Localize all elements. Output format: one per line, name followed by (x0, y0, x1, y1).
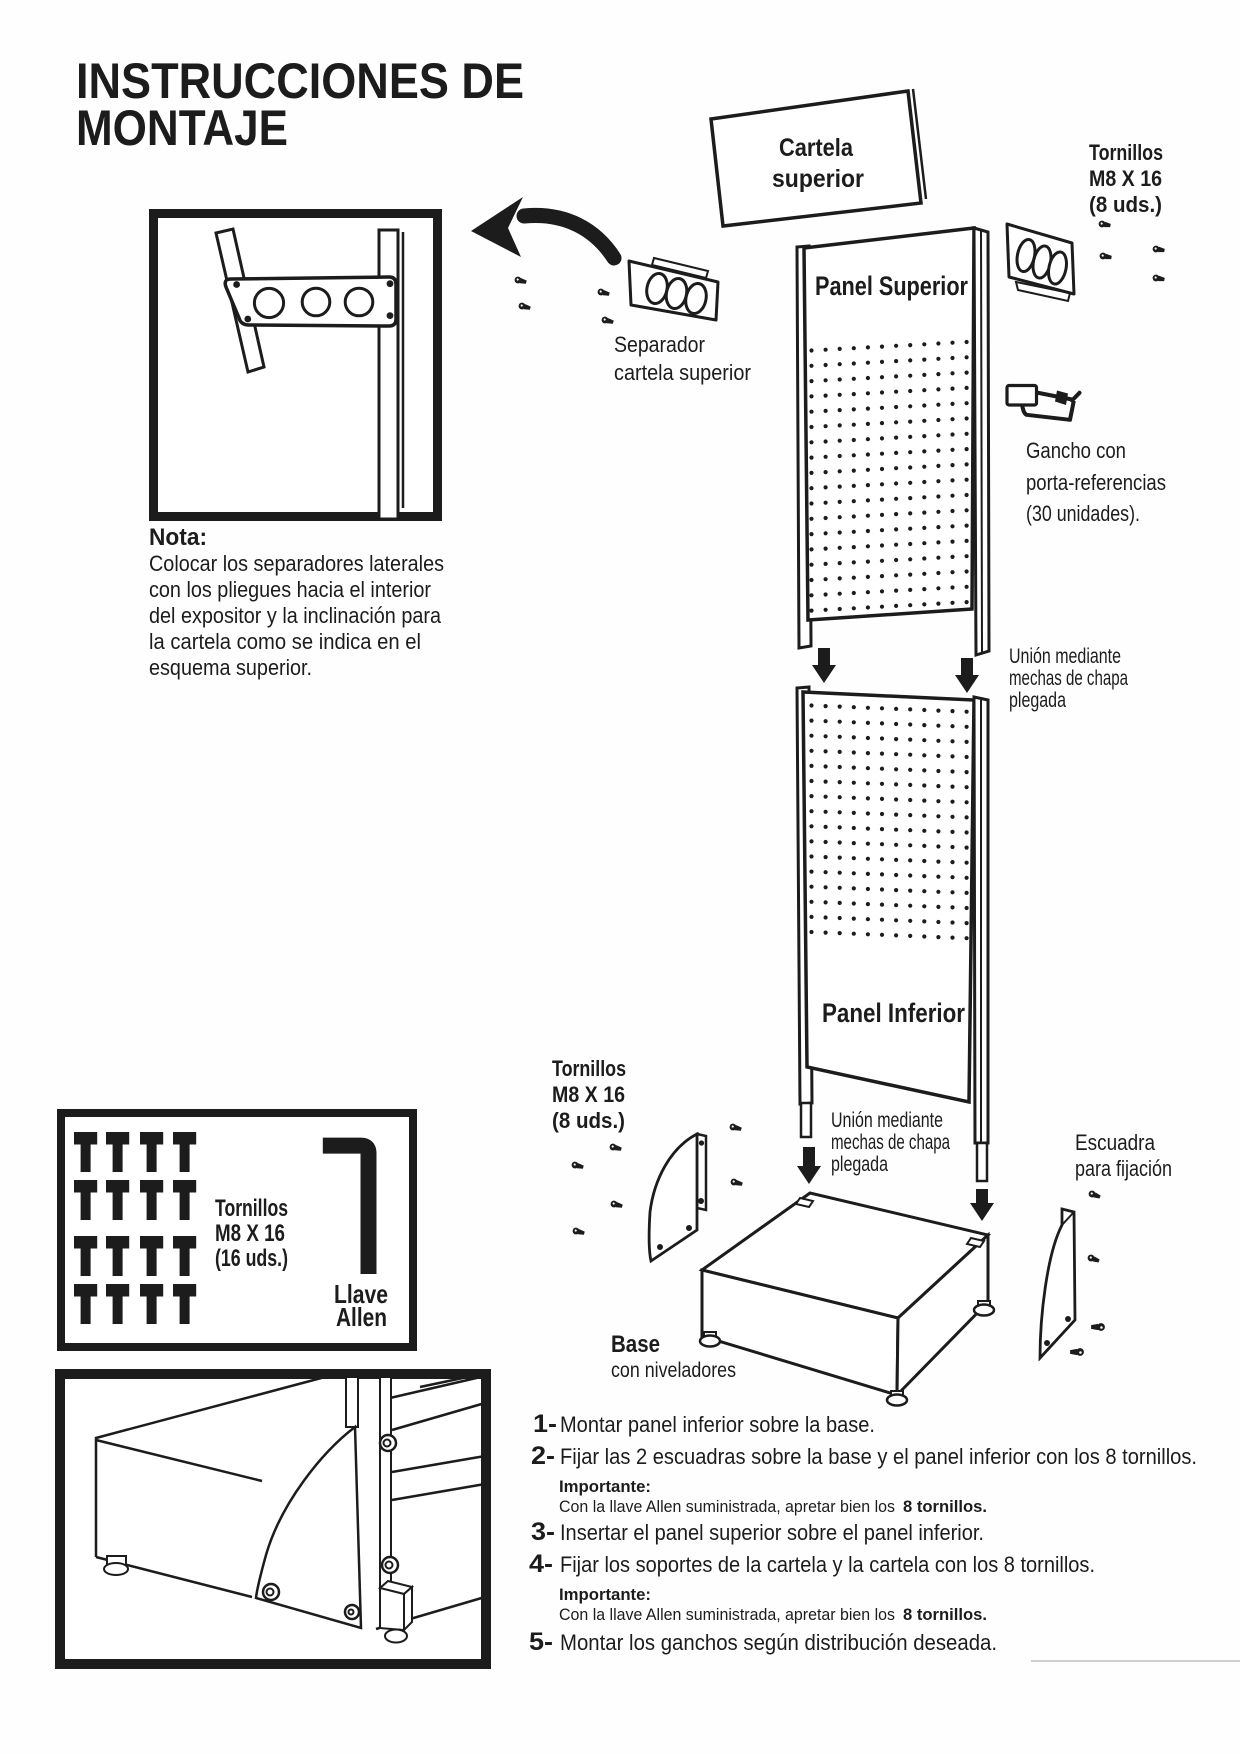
svg-text:la cartela como se indica en: la cartela como se indica en el (149, 629, 421, 654)
svg-text:Tornillos: Tornillos (552, 1056, 626, 1081)
svg-text:Con la llave Allen suministrad: Con la llave Allen suministrada, apretar… (559, 1605, 895, 1624)
svg-text:Importante:: Importante: (559, 1585, 651, 1604)
svg-text:Con la llave Allen suministrad: Con la llave Allen suministrada, apretar… (559, 1497, 895, 1516)
svg-text:plegada: plegada (1009, 689, 1066, 712)
svg-text:8 tornillos.: 8 tornillos. (903, 1605, 987, 1624)
svg-text:con los pliegues hacia el inte: con los pliegues hacia el interior (149, 577, 431, 602)
svg-text:Unión mediante: Unión mediante (831, 1109, 943, 1132)
svg-text:del expositor y la inclinación: del expositor y la inclinación para (149, 603, 442, 628)
svg-text:INSTRUCCIONES DE: INSTRUCCIONES DE (76, 53, 524, 109)
svg-text:(8 uds.): (8 uds.) (1089, 192, 1162, 217)
svg-text:Separador: Separador (614, 332, 705, 357)
svg-text:(8 uds.): (8 uds.) (552, 1108, 625, 1133)
svg-text:5-: 5- (529, 1628, 553, 1656)
svg-text:Importante:: Importante: (559, 1477, 651, 1496)
svg-text:plegada: plegada (831, 1153, 888, 1176)
svg-text:4-: 4- (529, 1550, 553, 1578)
svg-text:(30 unidades).: (30 unidades). (1026, 501, 1140, 526)
svg-text:Colocar los separadores latera: Colocar los separadores laterales (149, 551, 444, 576)
svg-text:Nota:: Nota: (149, 524, 207, 551)
svg-text:Unión mediante: Unión mediante (1009, 645, 1121, 668)
svg-text:esquema superior.: esquema superior. (149, 655, 312, 680)
svg-text:3-: 3- (531, 1518, 555, 1546)
svg-text:superior: superior (772, 165, 864, 193)
svg-text:M8 X 16: M8 X 16 (1089, 166, 1162, 191)
svg-text:con niveladores: con niveladores (611, 1359, 736, 1382)
svg-text:Panel Inferior: Panel Inferior (822, 998, 965, 1028)
svg-text:porta-referencias: porta-referencias (1026, 470, 1166, 495)
svg-text:Tornillos: Tornillos (1089, 140, 1163, 165)
svg-text:cartela superior: cartela superior (614, 360, 751, 385)
svg-text:1-: 1- (533, 1410, 557, 1438)
svg-text:Insertar el panel superior sob: Insertar el panel superior sobre el pane… (560, 1520, 984, 1545)
svg-text:M8 X 16: M8 X 16 (552, 1082, 625, 1107)
svg-text:Montar los ganchos según distr: Montar los ganchos según distribución de… (560, 1630, 997, 1655)
svg-text:Tornillos: Tornillos (215, 1195, 288, 1222)
svg-text:Escuadra: Escuadra (1075, 1130, 1156, 1155)
svg-text:Fijar los soportes de la carte: Fijar los soportes de la cartela y la ca… (560, 1552, 1095, 1577)
svg-text:Panel Superior: Panel Superior (815, 271, 968, 301)
svg-text:(16 uds.): (16 uds.) (215, 1245, 288, 1272)
svg-text:mechas de chapa: mechas de chapa (1009, 667, 1128, 690)
svg-text:M8 X 16: M8 X 16 (215, 1220, 285, 1247)
svg-text:Llave: Llave (334, 1279, 388, 1309)
svg-text:Fijar las 2 escuadras sobre la: Fijar las 2 escuadras sobre la base y el… (560, 1444, 1197, 1469)
svg-text:Base: Base (611, 1331, 660, 1358)
svg-text:2-: 2- (531, 1442, 555, 1470)
svg-text:Allen: Allen (336, 1302, 387, 1332)
svg-text:Gancho con: Gancho con (1026, 438, 1126, 463)
svg-text:8 tornillos.: 8 tornillos. (903, 1497, 987, 1516)
svg-text:para fijación: para fijación (1075, 1156, 1172, 1181)
svg-text:Cartela: Cartela (779, 134, 854, 162)
svg-text:mechas de chapa: mechas de chapa (831, 1131, 950, 1154)
svg-text:MONTAJE: MONTAJE (76, 100, 288, 156)
svg-text:Montar panel inferior sobre la: Montar panel inferior sobre la base. (560, 1412, 875, 1437)
